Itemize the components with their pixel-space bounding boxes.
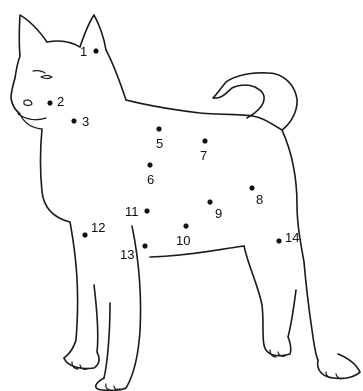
left-ear: [19, 15, 47, 56]
point-9: 9: [207, 199, 222, 221]
point-6-label: 6: [147, 172, 154, 187]
back: [126, 100, 252, 116]
point-3: 3: [71, 114, 89, 129]
front-paw-left: [64, 352, 99, 369]
point-1-label: 1: [80, 44, 87, 59]
point-8-marker: [249, 185, 254, 190]
point-13-marker: [142, 243, 147, 248]
point-5: 5: [156, 126, 163, 151]
point-12-label: 12: [91, 220, 105, 235]
point-11-marker: [144, 208, 149, 213]
head-top: [47, 41, 80, 47]
front-leg-right-inner: [104, 303, 110, 378]
point-10-marker: [183, 223, 188, 228]
point-13: 13: [120, 243, 148, 262]
point-3-marker: [71, 118, 76, 123]
nape: [106, 50, 126, 100]
rear-paw-left: [264, 337, 291, 356]
point-2-label: 2: [57, 94, 64, 109]
forehead: [15, 56, 20, 78]
point-14-label: 14: [285, 230, 299, 245]
point-8: 8: [249, 185, 263, 207]
nose: [24, 100, 32, 106]
point-5-marker: [156, 126, 161, 131]
point-2-marker: [47, 100, 52, 105]
point-7-marker: [202, 138, 207, 143]
front-paw-right-toes: [106, 384, 120, 390]
front-paw-right: [96, 378, 126, 390]
point-14: 14: [276, 230, 299, 245]
muzzle: [11, 78, 20, 114]
rear-paw-right: [318, 354, 360, 379]
point-12-marker: [82, 232, 87, 237]
point-11: 11: [125, 204, 150, 219]
rear-leg-left: [244, 246, 264, 345]
point-6-marker: [147, 162, 152, 167]
point-11-label: 11: [125, 204, 139, 219]
point-5-label: 5: [156, 136, 163, 151]
point-3-label: 3: [82, 114, 89, 129]
throat: [41, 129, 71, 222]
front-leg-left: [64, 222, 78, 358]
rear-leg-right: [304, 262, 318, 360]
jaw: [20, 114, 42, 129]
point-2: 2: [47, 94, 64, 109]
point-10-label: 10: [176, 233, 190, 248]
eye: [41, 76, 52, 79]
point-8-label: 8: [256, 192, 263, 207]
front-leg-left-inner: [94, 285, 98, 352]
point-12: 12: [82, 220, 105, 238]
point-9-marker: [207, 199, 212, 204]
point-7: 7: [200, 138, 208, 163]
belly: [150, 246, 244, 257]
tail: [213, 73, 297, 130]
eye-brow: [33, 71, 45, 73]
point-1: 1: [80, 44, 99, 59]
point-9-label: 9: [215, 206, 222, 221]
point-1-marker: [93, 48, 98, 53]
point-7-label: 7: [200, 148, 207, 163]
point-10: 10: [176, 223, 190, 248]
rear-leg-right-inner: [288, 290, 296, 337]
point-13-label: 13: [120, 247, 134, 262]
point-6: 6: [147, 162, 154, 187]
point-14-marker: [276, 238, 281, 243]
